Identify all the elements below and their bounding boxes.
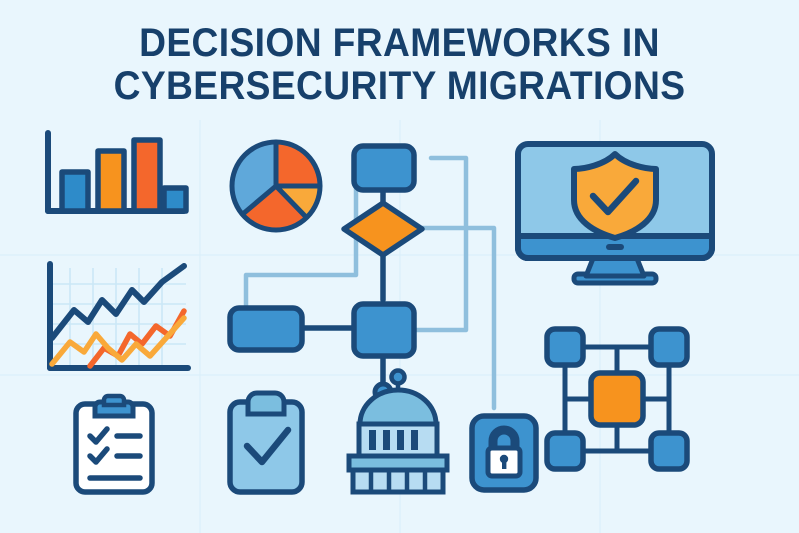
page-title-line-1: DECISION FRAMEWORKS IN	[139, 21, 660, 65]
line-series-orange	[87, 308, 187, 369]
flowchart-node-process	[351, 301, 417, 359]
bar-3	[131, 137, 163, 214]
flowchart-connector-right-loop	[383, 155, 469, 333]
shield-checkmark-icon	[589, 177, 640, 216]
checklist-row-1	[87, 426, 143, 445]
network-node-bottom-right	[648, 430, 690, 472]
network-node-bottom-left	[544, 430, 586, 472]
line-series-amber	[49, 315, 187, 367]
approved-checkmark-icon	[243, 426, 292, 466]
line-series-navy	[49, 263, 187, 341]
decision-flowchart-diagram	[226, 140, 526, 411]
flowchart-connector-decision-right	[418, 225, 497, 411]
flowchart-node-start	[351, 143, 417, 193]
network-center-node	[588, 370, 646, 428]
bar-4	[161, 185, 189, 214]
lock-shackle-icon	[488, 425, 520, 453]
bar-chart-icon	[38, 128, 190, 223]
approved-clipboard-icon	[224, 388, 310, 498]
network-node-top-left	[544, 326, 586, 368]
bar-1	[59, 169, 91, 214]
page-title-line-2: CYBERSECURITY MIGRATIONS	[113, 64, 686, 109]
page-title: DECISION FRAMEWORKS IN CYBERSECURITY MIG…	[0, 21, 799, 109]
pie-slice-3	[244, 186, 306, 228]
security-lock-icon	[466, 410, 544, 496]
pie-slice-1	[276, 142, 320, 186]
pie-chart-icon	[226, 136, 326, 236]
shield-icon	[571, 151, 659, 241]
flowchart-connector-left-loop	[243, 155, 359, 318]
flowchart-node-input	[227, 305, 305, 353]
network-topology-icon	[543, 325, 691, 473]
line-chart-icon	[38, 256, 193, 388]
bar-2	[95, 148, 127, 214]
network-node-top-right	[648, 326, 690, 368]
government-building-icon	[343, 368, 453, 496]
capitol-dome	[357, 387, 439, 427]
pie-slice-2	[276, 186, 320, 217]
monitor-shield-icon	[512, 138, 718, 290]
checklist-row-2	[87, 446, 143, 465]
flowchart-node-decision	[341, 200, 425, 258]
checklist-clipboard-icon	[70, 392, 158, 498]
capitol-lower-block	[350, 467, 446, 495]
